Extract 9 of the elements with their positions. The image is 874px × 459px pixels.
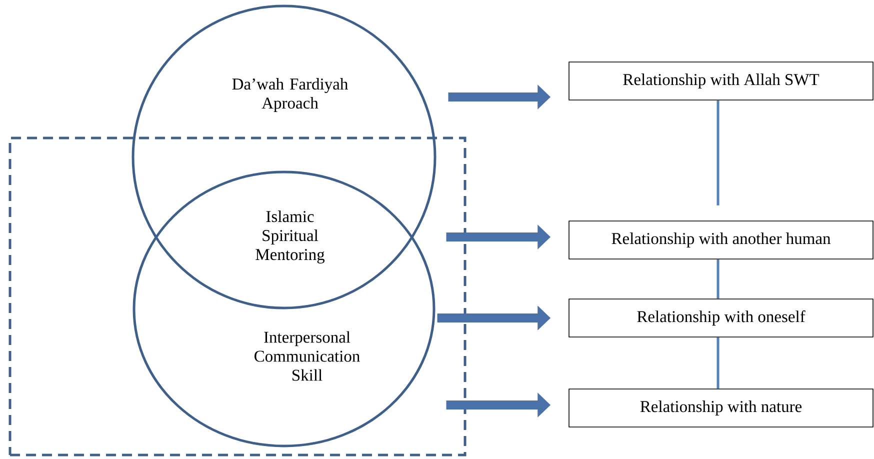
connector-line bbox=[716, 100, 720, 206]
connector-line bbox=[716, 259, 720, 299]
relationship-box: Relationship with Allah SWT bbox=[568, 62, 874, 100]
venn-label: Islamic Spiritual Mentoring bbox=[256, 210, 325, 264]
relationship-box: Relationship with oneself bbox=[568, 298, 874, 338]
relationship-box: Relationship with another human bbox=[568, 220, 874, 260]
dashed-frame bbox=[8, 136, 466, 456]
connector-line bbox=[716, 337, 720, 389]
relationship-box: Relationship with nature bbox=[568, 388, 874, 428]
